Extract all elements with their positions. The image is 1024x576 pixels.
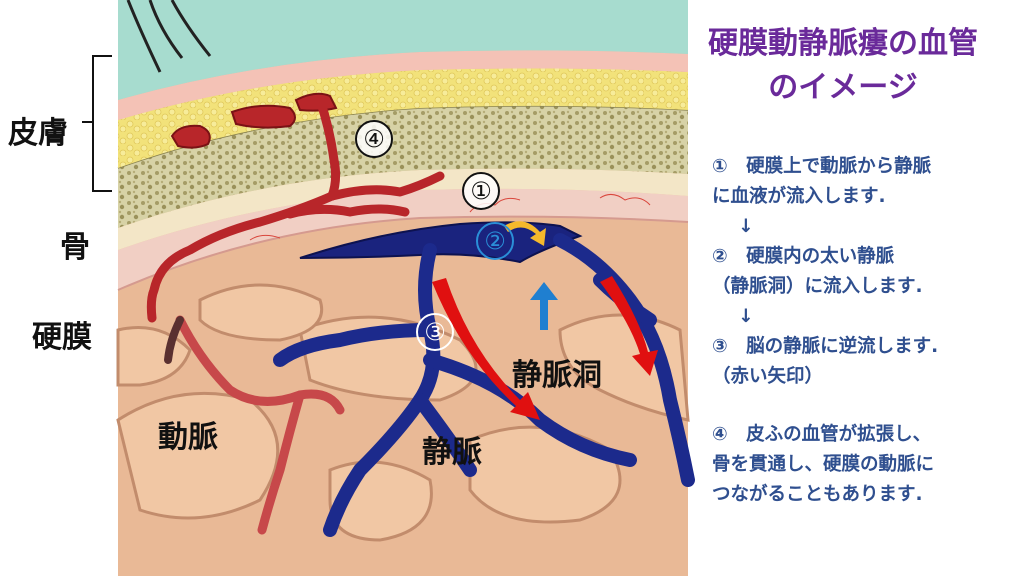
cortical-veins	[273, 233, 695, 537]
marker-4: ④	[355, 120, 393, 158]
label-artery: 動脈	[158, 420, 218, 455]
bone-layer	[118, 105, 688, 228]
dura-edge	[117, 215, 689, 291]
title-line-1: 硬膜動静脈瘻の血管	[708, 26, 978, 61]
transosseous-vessels	[146, 95, 445, 323]
label-vein: 静脈	[422, 435, 482, 470]
skin-bracket	[92, 55, 112, 192]
down-arrow-2: ↓	[738, 306, 754, 327]
step1-line1: ① 硬膜上で動脈から静脈	[712, 156, 932, 177]
step3-line1: ③ 脳の静脈に逆流します.	[712, 336, 939, 357]
title-line-2: のイメージ	[768, 70, 918, 105]
label-bone: 骨	[60, 230, 90, 265]
fistula-flow-arrow	[504, 221, 546, 246]
step1-line2: に血液が流入します.	[712, 186, 886, 207]
fat-layer	[118, 68, 688, 168]
label-skin: 皮膚	[8, 116, 68, 151]
marker-1: ①	[462, 172, 500, 210]
dura-layer	[118, 188, 688, 290]
marker-2: ②	[476, 222, 514, 260]
step3-line2: （赤い矢印）	[712, 366, 824, 387]
step2-line1: ② 硬膜内の太い静脈	[712, 246, 895, 267]
step2-line2: （静脈洞）に流入します.	[712, 276, 923, 297]
down-arrow-1: ↓	[738, 216, 754, 237]
explanation-panel: ① 硬膜上で動脈から静脈 に血液が流入します. ↓ ② 硬膜内の太い静脈 （静脈…	[712, 152, 1024, 510]
label-sinus: 静脈洞	[512, 358, 602, 393]
spacer	[712, 392, 1024, 420]
step4-line3: つながることもあります.	[712, 484, 923, 505]
skin-bracket-tick	[82, 121, 92, 123]
artery-dark-segment	[164, 316, 184, 364]
label-dura: 硬膜	[32, 320, 92, 355]
step4-line1: ④ 皮ふの血管が拡張し、	[712, 424, 932, 445]
artery	[175, 315, 345, 535]
skin-pink-layer	[118, 50, 688, 120]
marker-3: ③	[416, 313, 454, 351]
reflux-arrows	[432, 276, 658, 420]
sinus-inflow-arrow	[530, 282, 558, 330]
step4-line2: 骨を貫通し、硬膜の動脈に	[712, 454, 935, 475]
hair	[126, 0, 212, 73]
diagram-title: 硬膜動静脈瘻の血管 のイメージ	[668, 22, 1018, 110]
skin-outer-layer	[118, 0, 688, 100]
inner-table	[118, 168, 688, 250]
